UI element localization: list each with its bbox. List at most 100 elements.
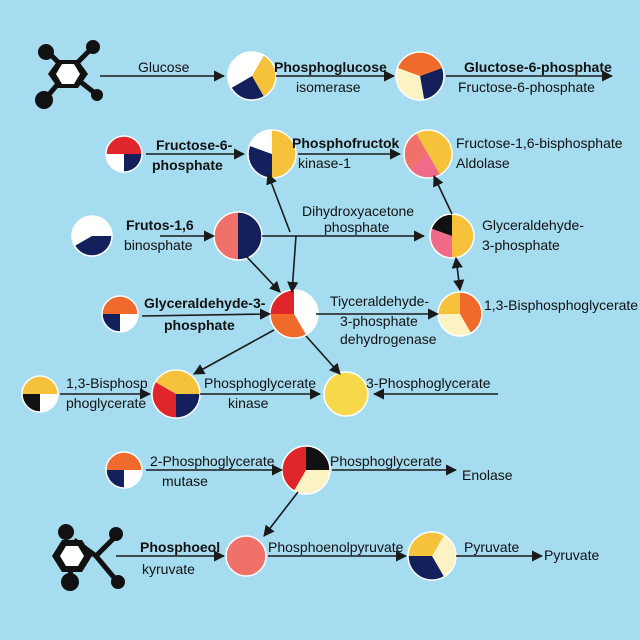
pie-slice	[155, 369, 200, 394]
pie-slice	[431, 214, 452, 236]
label-phosphoenolpyruvate: Phosphoenolpyruvate	[268, 539, 404, 555]
label-fructose-6-phosphate-right: Fructose-6-phosphate	[458, 79, 595, 95]
pie-slice	[74, 236, 112, 257]
pie-outline	[71, 215, 113, 257]
label-phoglycerate: phoglycerate	[66, 395, 146, 411]
pie-node-icon	[105, 135, 143, 173]
pie-slice	[124, 470, 142, 488]
pie-slice	[324, 372, 368, 416]
pie-outline	[395, 51, 445, 101]
pie-slice	[106, 154, 124, 172]
pie-outline	[105, 451, 143, 489]
arrow-icon	[433, 174, 453, 215]
pie-outline	[403, 129, 453, 179]
label-binosphate: binosphate	[124, 237, 193, 253]
label-mutase: mutase	[162, 473, 208, 489]
label-phosphoglucose: Phosphoglucose	[274, 59, 387, 75]
arrow-icon	[287, 235, 299, 294]
label-isomerase: isomerase	[296, 79, 361, 95]
pie-slice	[452, 214, 474, 258]
label-dihydroxyacetone: Dihydroxyacetone	[302, 203, 414, 219]
pie-slice	[438, 292, 460, 314]
pie-slice	[102, 296, 138, 314]
pie-slice	[247, 145, 272, 179]
pie-slice	[176, 394, 200, 418]
pie-slice	[22, 376, 58, 394]
pie-outline	[101, 295, 139, 333]
pie-slice	[272, 130, 296, 178]
pie-slice	[306, 446, 330, 470]
pie-slice	[120, 314, 138, 332]
pie-slice	[22, 394, 40, 412]
pie-node-icon	[213, 211, 263, 261]
pie-node-icon	[21, 375, 59, 413]
pie-outline	[105, 135, 143, 173]
label-phosphate-fructose: phosphate	[152, 157, 223, 173]
pie-node-icon	[395, 51, 445, 101]
arrow-icon	[141, 308, 272, 320]
arrow-icon	[263, 491, 299, 537]
label-phosphoeol: Phosphoeol	[140, 539, 220, 555]
pie-node-icon	[403, 129, 453, 179]
arrow-icon	[193, 329, 275, 375]
label-fructose-1-6-bisphosphate: Fructose-1,6-bisphosphate	[456, 135, 623, 151]
arrow-icon	[245, 255, 281, 293]
pie-node-icon	[247, 129, 297, 179]
molecule-icon	[52, 524, 125, 591]
pie-slice	[409, 154, 440, 178]
pie-outline	[323, 371, 369, 417]
molecule-icon	[35, 40, 103, 109]
pie-node-icon	[225, 535, 267, 577]
pie-node-icon	[269, 289, 319, 339]
pie-slice	[106, 452, 142, 470]
pie-slice	[71, 216, 112, 246]
pie-slice	[432, 535, 456, 577]
label-gluctose-6-phosphate: Gluctose-6-phosphate	[464, 59, 612, 75]
pie-slice	[124, 154, 142, 172]
pie-slice	[40, 394, 58, 412]
label-dehydrogenase: dehydrogenase	[340, 331, 437, 347]
label-tiyceraldehyde-3-phosphate: 3-phosphate	[340, 313, 418, 329]
pie-slice	[294, 290, 318, 335]
pie-slice	[416, 130, 452, 175]
label-1-3-bisphosphoglycerate-right: 1,3-Bisphosphoglycerate	[484, 297, 638, 313]
pie-node-icon	[281, 445, 331, 495]
arrow-icon	[266, 172, 291, 233]
label-glucose: Glucose	[138, 59, 190, 75]
pie-slice	[231, 76, 264, 100]
label-enolase: Enolase	[462, 467, 513, 483]
label-kinase: kinase	[228, 395, 269, 411]
label-phosphoglycerate-enolase: Phosphoglycerate	[330, 453, 442, 469]
label-pyruvate-2: Pyruvate	[544, 547, 599, 563]
pie-node-icon	[407, 531, 457, 581]
pie-outline	[225, 535, 267, 577]
label-phosphoglycerate-kinase: Phosphoglycerate	[204, 375, 316, 391]
pie-node-icon	[227, 51, 277, 101]
label-glyceraldehyde-right: Glyceraldehyde-	[482, 217, 584, 233]
labels: Glucose Phosphoglucose isomerase Gluctos…	[66, 59, 638, 577]
pie-node-icon	[101, 295, 139, 333]
label-kyruvate: kyruvate	[142, 561, 195, 577]
pie-node-icon	[437, 291, 483, 337]
pie-slice	[460, 292, 482, 334]
pie-node-icon	[71, 215, 113, 257]
pie-slice	[430, 228, 452, 258]
pie-slice	[228, 52, 264, 88]
label-1-3-bisphosp: 1,3-Bisphosp	[66, 375, 148, 391]
pie-slice	[281, 446, 306, 491]
label-3-phosphate-right: 3-phosphate	[482, 237, 560, 253]
pie-slice	[249, 130, 272, 154]
pie-slice	[226, 536, 266, 576]
pie-slice	[106, 470, 124, 488]
label-phosphofructok: Phosphofructok	[292, 135, 400, 151]
label-frutos-1-6: Frutos-1,6	[126, 217, 194, 233]
arrow-icon	[305, 335, 341, 375]
label-phosphate-glyceraldehyde: phosphate	[164, 317, 235, 333]
pie-slice	[102, 314, 120, 332]
label-aldolase: Aldolase	[456, 155, 510, 171]
pie-outline	[21, 375, 59, 413]
label-dihydroxyacetone-phosphate: phosphate	[324, 219, 390, 235]
pie-slice	[270, 290, 294, 314]
label-kinase-1: kinase-1	[298, 155, 351, 171]
